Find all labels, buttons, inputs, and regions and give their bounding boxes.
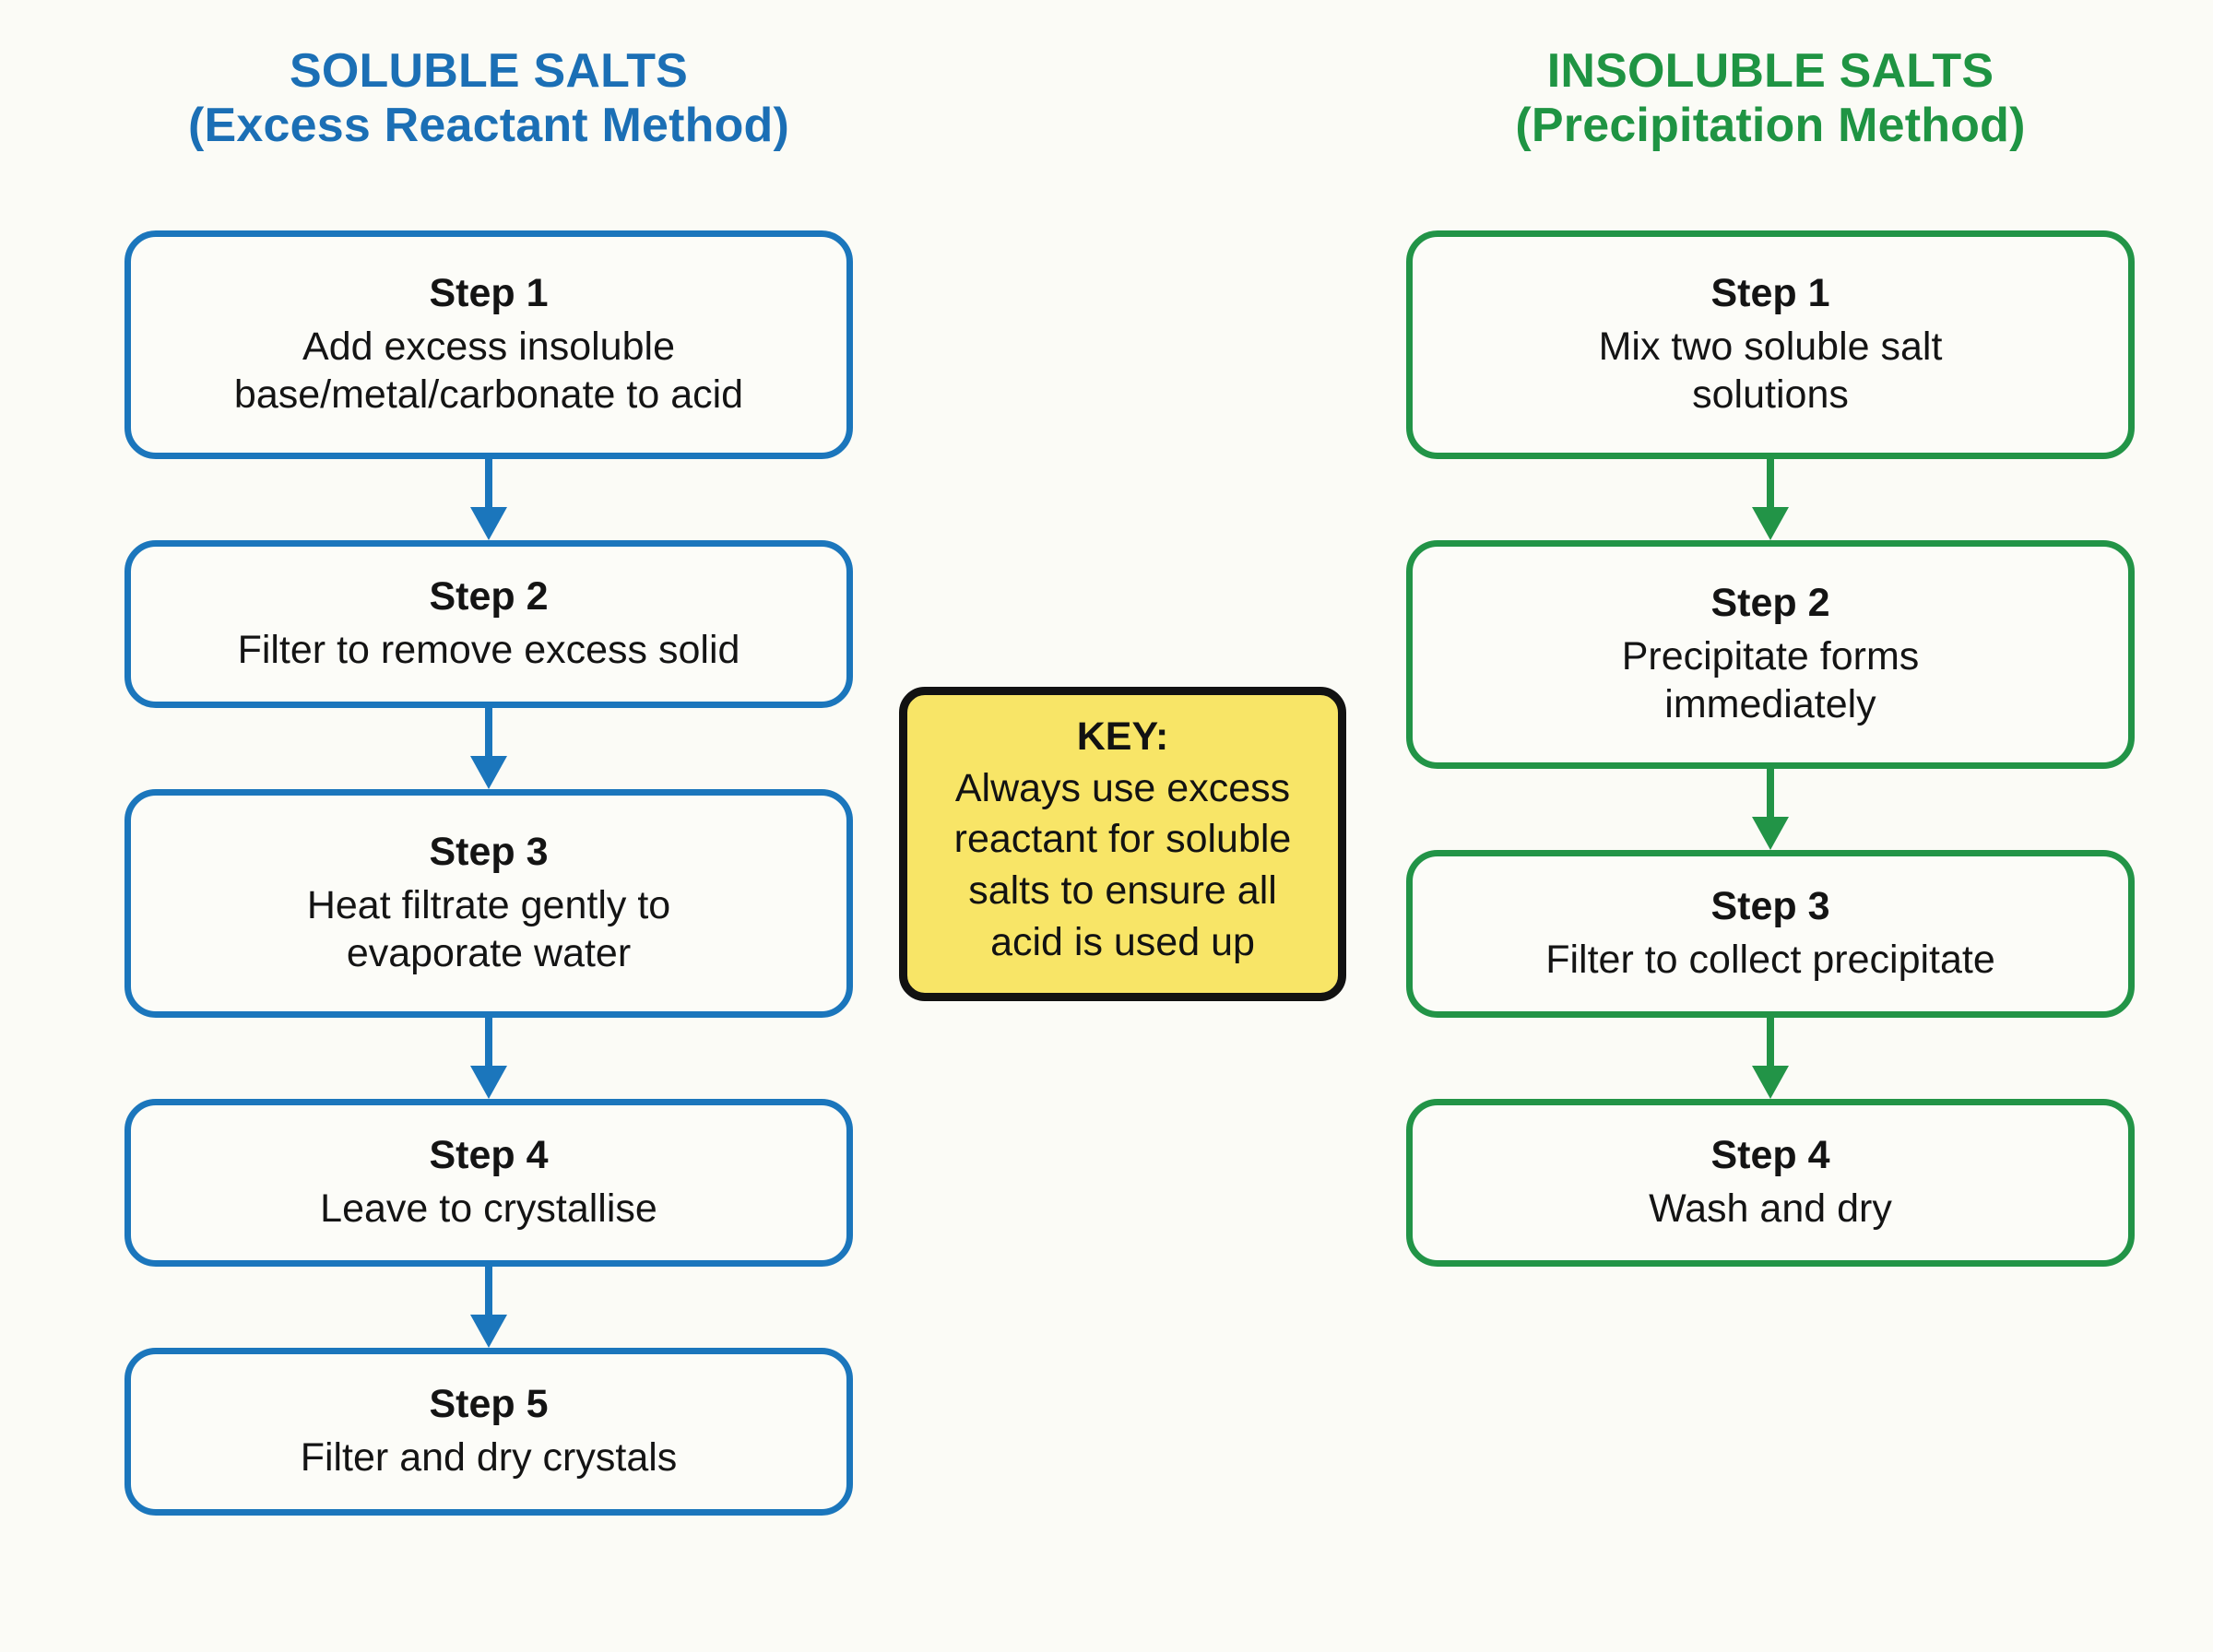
arrow-soluble-2-to-3: [124, 708, 853, 789]
step-title: Step 3: [1710, 884, 1830, 929]
step-description: Leave to crystallise: [320, 1186, 657, 1232]
arrow-insoluble-2-to-3: [1406, 769, 2135, 850]
step-box-soluble-5[interactable]: Step 5 Filter and dry crystals: [124, 1348, 853, 1516]
arrow-shaft: [485, 1267, 492, 1320]
step-title: Step 1: [429, 271, 549, 316]
arrow-soluble-4-to-5: [124, 1267, 853, 1348]
arrow-shaft: [485, 1018, 492, 1071]
arrow-head-icon: [470, 1315, 507, 1348]
step-description: Filter to collect precipitate: [1545, 938, 1995, 983]
arrow-shaft: [485, 708, 492, 761]
step-box-insoluble-3[interactable]: Step 3 Filter to collect precipitate: [1406, 850, 2135, 1018]
step-description: Wash and dry: [1649, 1186, 1892, 1232]
step-box-soluble-4[interactable]: Step 4 Leave to crystallise: [124, 1099, 853, 1267]
heading-line-2: (Excess Reactant Method): [187, 99, 790, 153]
column-insoluble-salts: INSOLUBLE SALTS (Precipitation Method): [1406, 0, 2135, 154]
key-callout: KEY: Always use excess reactant for solu…: [899, 687, 1346, 1002]
step-title: Step 4: [1710, 1133, 1830, 1178]
key-text: Always use excess reactant for soluble s…: [953, 765, 1292, 965]
arrow-head-icon: [470, 1066, 507, 1099]
step-description: Filter to remove excess solid: [237, 628, 740, 673]
heading-line-2: (Precipitation Method): [1515, 99, 2026, 153]
arrow-head-icon: [1752, 507, 1789, 540]
arrow-head-icon: [470, 507, 507, 540]
step-box-insoluble-4[interactable]: Step 4 Wash and dry: [1406, 1099, 2135, 1267]
column-soluble-salts: SOLUBLE SALTS (Excess Reactant Method): [124, 0, 853, 154]
step-title: Step 4: [429, 1133, 549, 1178]
arrow-soluble-3-to-4: [124, 1018, 853, 1099]
arrow-head-icon: [470, 756, 507, 789]
heading-line-1: SOLUBLE SALTS: [289, 44, 689, 98]
step-title: Step 5: [429, 1382, 549, 1427]
heading-line-1: INSOLUBLE SALTS: [1546, 44, 1994, 98]
arrow-insoluble-1-to-2: [1406, 459, 2135, 540]
step-box-soluble-2[interactable]: Step 2 Filter to remove excess solid: [124, 540, 853, 708]
arrow-head-icon: [1752, 1066, 1789, 1099]
step-title: Step 3: [429, 830, 549, 875]
arrow-head-icon: [1752, 817, 1789, 850]
column-heading-soluble: SOLUBLE SALTS (Excess Reactant Method): [124, 0, 853, 154]
arrow-insoluble-3-to-4: [1406, 1018, 2135, 1099]
step-title: Step 2: [429, 574, 549, 620]
arrow-shaft: [485, 459, 492, 513]
arrow-shaft: [1767, 769, 1774, 822]
key-title: KEY:: [1076, 714, 1169, 759]
step-title: Step 1: [1710, 271, 1830, 316]
step-title: Step 2: [1710, 581, 1830, 626]
arrow-shaft: [1767, 1018, 1774, 1071]
step-description: Filter and dry crystals: [300, 1435, 678, 1481]
arrow-soluble-1-to-2: [124, 459, 853, 540]
arrow-shaft: [1767, 459, 1774, 513]
column-heading-insoluble: INSOLUBLE SALTS (Precipitation Method): [1406, 0, 2135, 154]
